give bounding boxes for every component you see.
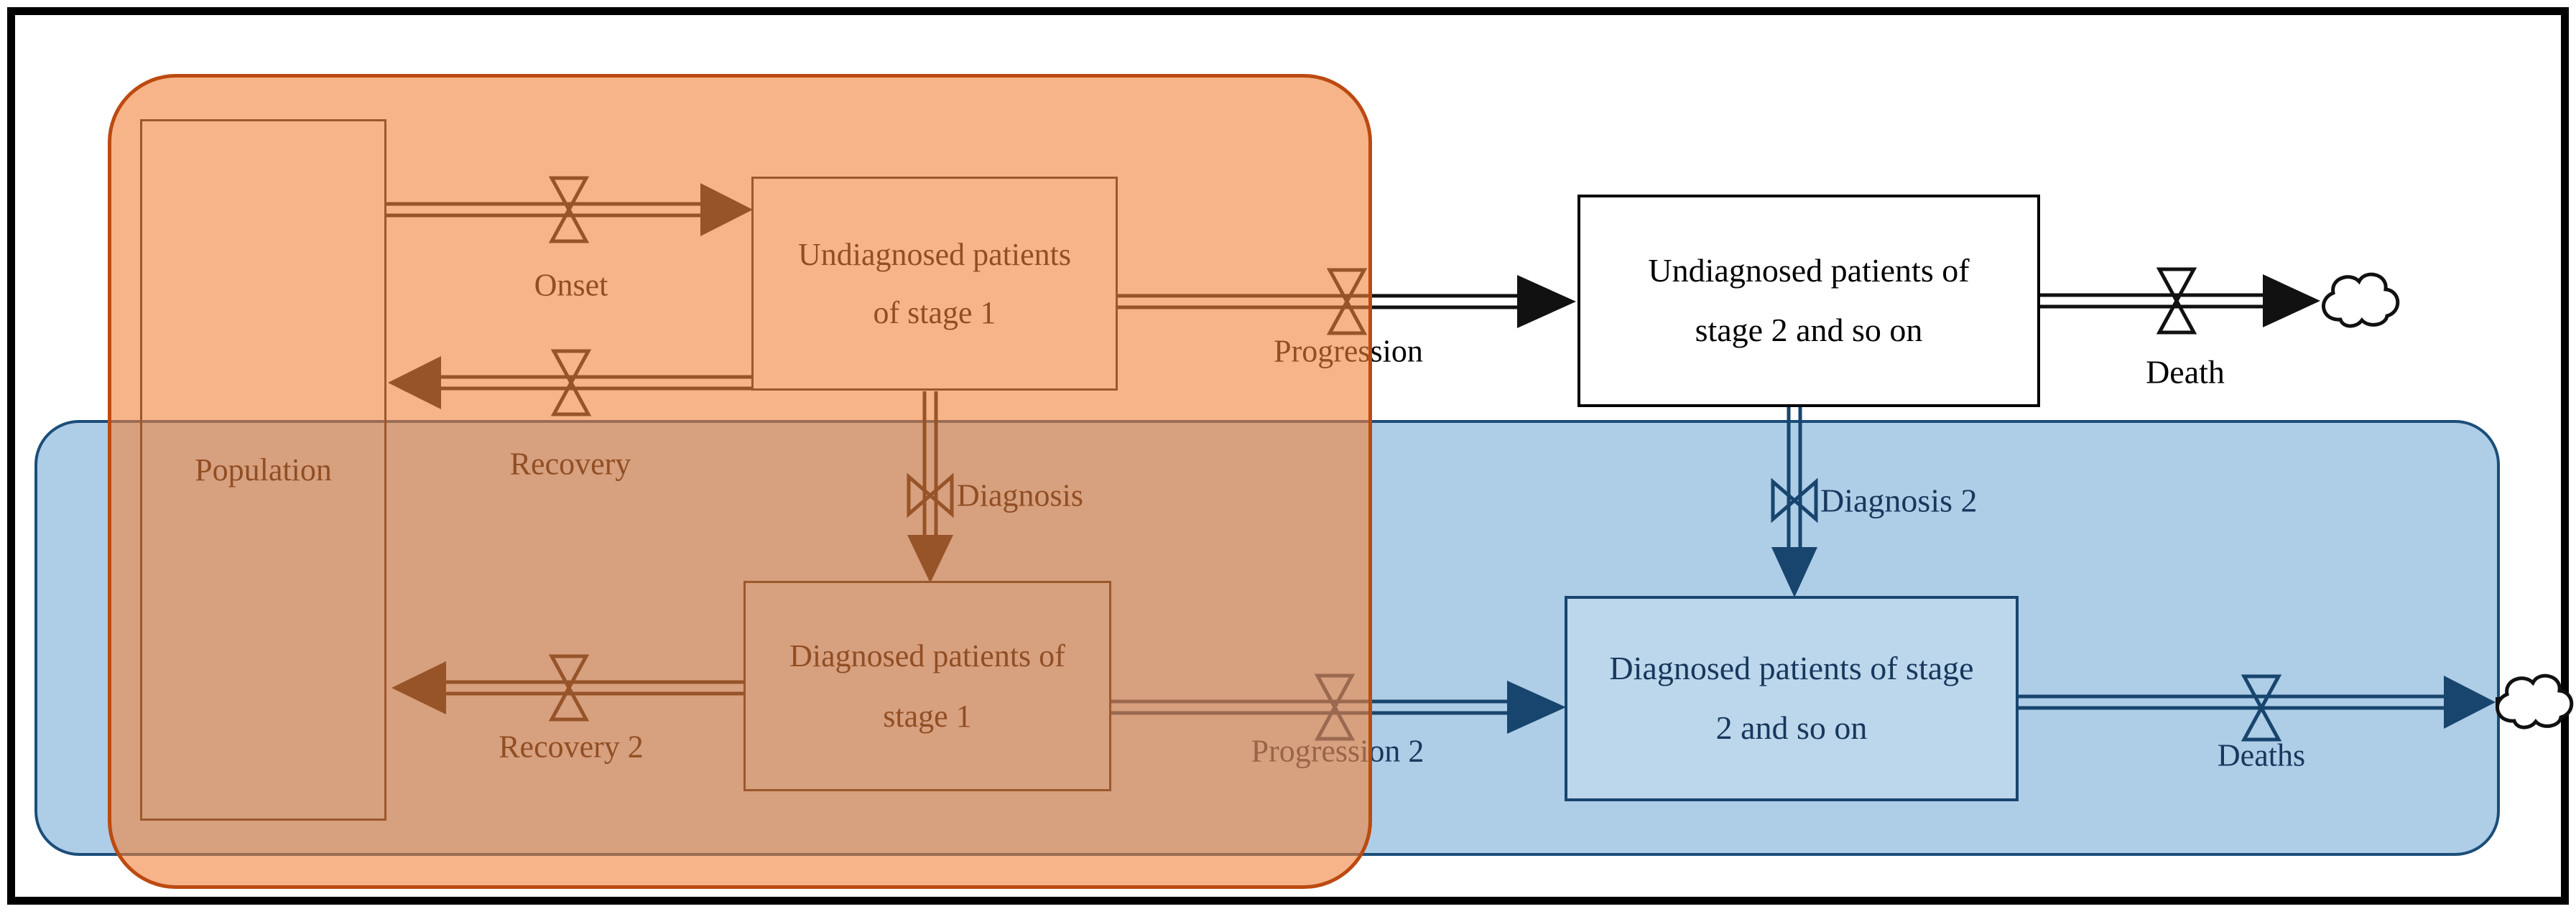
progression-valve-icon — [1326, 268, 1368, 335]
diagnosis2-label: Diagnosis 2 — [1820, 482, 1978, 519]
onset-label: Onset — [534, 267, 608, 303]
recovery-arrow-icon — [388, 356, 441, 409]
deaths-valve-icon — [2241, 674, 2282, 742]
progression2-flow — [1111, 673, 1566, 741]
diagnosis-arrow-icon — [907, 535, 953, 583]
outer-frame — [7, 7, 2569, 905]
diagnosis2-flow — [1771, 407, 1818, 597]
death-label: Death — [2146, 353, 2225, 391]
recovery2-arrow-icon — [392, 661, 446, 714]
recovery-flow — [388, 349, 751, 416]
recovery2-flow — [392, 654, 743, 722]
recovery2-valve-icon — [548, 654, 590, 722]
deaths-sink-cloud-icon — [2498, 676, 2572, 727]
stock-diagnosed-stage2: Diagnosed patients of stage 2 and so on — [1565, 596, 2019, 801]
deaths-arrow-icon — [2444, 676, 2496, 729]
progression-flow — [1118, 268, 1576, 335]
death-flow — [2040, 267, 2398, 335]
death-valve-icon — [2156, 267, 2197, 335]
onset-arrow-icon — [700, 183, 753, 236]
diagnosis-label: Diagnosis — [957, 477, 1083, 513]
diagnosis2-arrow-icon — [1771, 547, 1817, 597]
recovery-valve-icon — [550, 349, 592, 416]
stock-diagnosed-stage1: Diagnosed patients of stage 1 — [743, 581, 1111, 791]
progression2-valve-icon — [1314, 673, 1356, 741]
stock-undiagnosed-stage1: Undiagnosed patients of stage 1 — [751, 177, 1118, 391]
onset-flow — [386, 176, 753, 243]
progression2-arrow-icon — [1507, 681, 1566, 734]
stock-population: Population — [140, 119, 386, 821]
recovery2-label: Recovery 2 — [499, 729, 644, 765]
diagnosis-valve-icon — [907, 472, 954, 518]
death-arrow-icon — [2263, 274, 2320, 327]
deaths-label: Deaths — [2217, 737, 2306, 773]
progression-arrow-icon — [1517, 275, 1576, 328]
deaths-flow — [2019, 674, 2572, 742]
progression-label: Progression — [1274, 333, 1423, 369]
diagnosis-flow — [907, 391, 954, 583]
death-sink-cloud-icon — [2324, 274, 2398, 326]
onset-valve-icon — [548, 176, 590, 243]
progression2-label: Progression 2 — [1251, 733, 1424, 769]
stock-undiagnosed-stage2: Undiagnosed patients of stage 2 and so o… — [1577, 195, 2040, 407]
recovery-label: Recovery — [509, 446, 631, 482]
diagnosis2-valve-icon — [1771, 477, 1818, 523]
